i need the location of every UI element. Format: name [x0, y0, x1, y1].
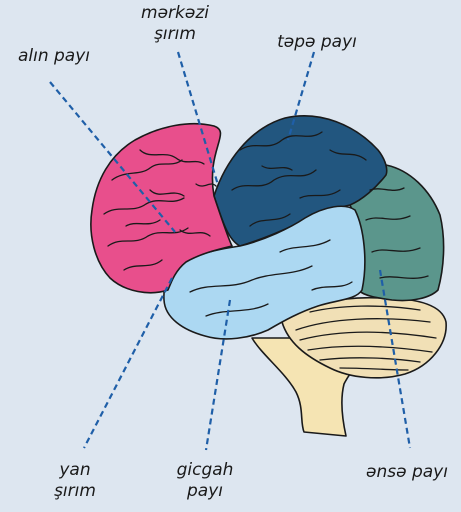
label-parietal-lobe: təpə payı — [262, 32, 372, 53]
label-central-sulcus: mərkəzi şırım — [120, 3, 230, 45]
label-temporal-lobe: gicgah payı — [150, 460, 260, 502]
label-occipital-lobe: ənsə payı — [355, 462, 459, 483]
leader-line-lateral — [84, 278, 172, 448]
label-frontal-lobe: alın payı — [4, 46, 104, 67]
label-lateral-sulcus: yan şırım — [30, 460, 120, 502]
